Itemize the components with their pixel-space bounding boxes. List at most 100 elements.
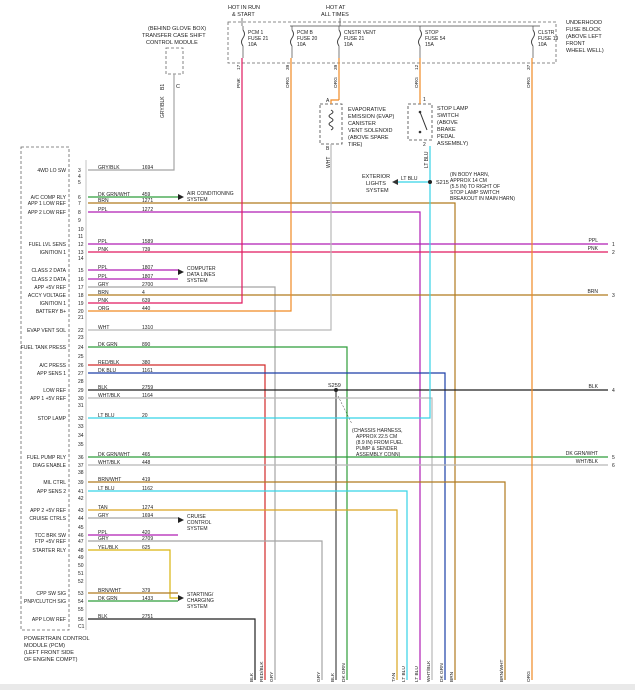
pcm-pin-number: 28 [78,379,84,385]
splices [334,180,432,392]
hot-run-start-line-1: HOT IN RUN [228,5,260,11]
stop-switch-label-1: STOP LAMP [437,106,469,112]
pcm-pin-number: 37 [78,463,84,469]
bottom-wire-label: WHT/BLK [426,660,432,682]
pcm-wire-color: RED/BLK [98,360,120,366]
system-label: COMPUTER [187,266,216,272]
tccm-line-1: (BEHIND GLOVE BOX) [148,26,206,32]
pcm-pin-label: CRUISE CTRLS [29,516,66,522]
evap-label-6: TIRE) [348,142,363,148]
wire-starter-relay [88,549,178,599]
fuse-label: STOP [425,30,439,36]
pcm-pin-number: 53 [78,591,84,597]
pcm-circuit-code: 1433 [142,596,153,602]
pcm-wire-color: BRN/WHT [98,477,121,483]
exit-wire-color: PNK [588,246,599,252]
evap-label-4: VENT SOLENOID [348,128,393,134]
fuse-icon [531,29,535,47]
exterior-label-2: LIGHTS [366,181,386,187]
pcm-pin-number: 23 [78,335,84,341]
pcm-circuit-code: 20 [142,413,148,419]
pcm-circuit-code: 379 [142,588,151,594]
pcm: POWERTRAIN CONTROL MODULE (PCM) (LEFT FR… [20,146,90,663]
stop-switch-label-6: ASSEMBLY) [437,141,468,147]
pcm-circuit-code: 625 [142,545,151,551]
stop-switch-label-3: (ABOVE [437,120,458,126]
evap-label-5: (ABOVE SPARE [348,135,389,141]
pcm-pin-number: 21 [78,315,84,321]
system-label: STARTING/ [187,592,214,598]
pcm-pin-number: 16 [78,277,84,283]
pcm-pin-number: 26 [78,363,84,369]
pcm-pin-number: 29 [78,388,84,394]
bottom-wire-label: BLK [249,672,255,682]
pcm-circuit-code: 1807 [142,265,153,271]
pcm-pin-label: CLASS 2 DATA [31,277,66,283]
pcm-pin-label: APP LOW REF [32,617,66,623]
evap-pin-b: B [326,146,330,152]
fuse-block-label-2: FUSE BLOCK [566,27,601,33]
wire-app-5v-ref [88,286,276,680]
pcm-circuit-code: 4 [142,290,145,296]
top-wire-color: ORG [414,77,420,88]
pcm-pin-number: 22 [78,328,84,334]
pcm-pin-label: APP 2 +5V REF [30,508,66,514]
wire-fuel-tank-press [88,346,348,680]
pcm-pin-number: 41 [78,489,84,495]
pcm-pin-label: EVAP VENT SOL [27,328,66,334]
pcm-wire-color: PPL [98,265,108,271]
top-wire-color: PNK [236,77,242,88]
wire-app-sens2 [88,490,408,680]
fuse-label: CLSTR [538,30,555,36]
fuse-label: FUSE 19 [538,36,559,42]
pcm-circuit-code: 459 [142,192,151,198]
pcm-wire-color: PPL [98,239,108,245]
fuse-block-label-5: WHEEL WELL) [566,48,604,54]
pcm-circuit-code: 1161 [142,368,153,374]
system-label: CHARGING [187,598,214,604]
pcm-circuit-code: 1164 [142,393,153,399]
pcm-pin-label: FUEL PUMP RLY [27,455,67,461]
pcm-wire-color: WHT/BLK [98,460,121,466]
top-wire-num: 39 [333,64,339,70]
s259-note-3: (8.9 IN) FROM FUEL [356,440,403,446]
pcm-circuit-code: 1589 [142,239,153,245]
pcm-circuit-code: 1162 [142,486,153,492]
pcm-pin-label: IGNITION 1 [40,301,67,307]
wire-app1-5v [88,397,433,680]
pcm-pin-label: BATTERY B+ [36,309,66,315]
pcm-wire-color: GRY [98,282,109,288]
pcm-pin-number: 3 [78,168,81,174]
pcm-circuit-code: 1272 [142,207,153,213]
pcm-pin-number: 25 [78,354,84,360]
bottom-scrollbar[interactable] [0,684,635,690]
bottom-wire-label: GRY [269,671,275,682]
pcm-pin-number: 39 [78,480,84,486]
pcm-wire-color: LT BLU [98,413,115,419]
fuse-block-label-4: FRONT [566,41,586,47]
system-label: SYSTEM [187,197,208,203]
system-label: SYSTEM [187,526,208,532]
pcm-pin-label: APP 2 LOW REF [28,210,66,216]
pcm-pin-number: 44 [78,516,84,522]
system-arrow-icon [178,194,184,200]
tccm-line-2: TRANSFER CASE SHIFT [142,33,206,39]
wire-mil-ctrl [88,481,506,680]
wire-evap-vent [88,144,332,331]
pcm-pin-label: TCC BRK SW [35,533,67,539]
pcm-pin-number: C1 [78,624,85,630]
hot-run-start-line-2: & START [232,12,255,18]
pcm-pin-number: 31 [78,403,84,409]
fuse-label: 10A [344,42,354,48]
fuse-label: 10A [538,42,548,48]
pcm-circuit-code: 1274 [142,505,153,511]
pcm-wire-color: ORG [98,306,110,312]
pcm-circuit-code: 739 [142,247,151,253]
wires [88,58,608,680]
pcm-wire-color: DK BLU [98,368,116,374]
pcm-circuit-code: 448 [142,460,151,466]
fuse-label: FUSE 54 [425,36,446,42]
pcm-circuit-code: 2700 [142,282,153,288]
